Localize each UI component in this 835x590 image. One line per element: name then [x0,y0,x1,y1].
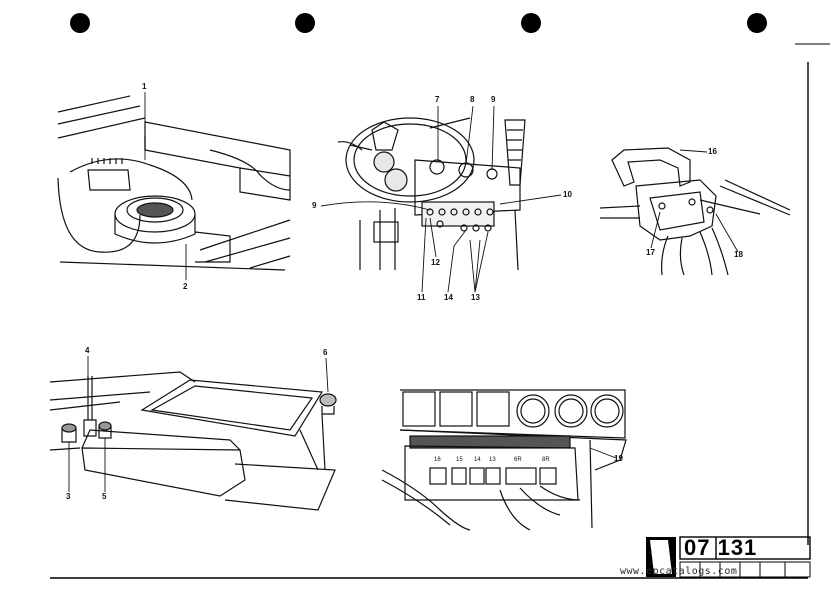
callout-label: 10 [563,190,572,199]
figure-dashboard [49,371,337,511]
leader-lines [68,92,739,492]
callout-label: 19 [614,454,623,463]
callout-label: 9 [491,95,496,104]
figure-horn [57,95,291,271]
callout-label: 1 [142,82,147,91]
punch-hole [295,13,315,33]
fuse-label: 8R [542,457,550,463]
callout-label: 12 [431,258,440,267]
callout-label: 5 [102,492,107,501]
callout-label: 16 [708,147,717,156]
figure-steering-column [337,117,526,271]
callout-label: 6 [323,348,328,357]
callout-label: 14 [444,293,453,302]
figure-battery-connector [599,147,791,276]
manufacturer-logo-slash [650,540,672,574]
punch-hole [521,13,541,33]
punch-hole [747,13,767,33]
figure-fuse-box [381,389,627,531]
callout-label: 17 [646,248,655,257]
fuse-label: 6R [514,457,522,463]
callout-label: 4 [85,346,90,355]
fuse-label: 13 [489,457,496,463]
watermark-text: www.epcatalogs.com [620,566,738,577]
callout-label: 18 [734,250,743,259]
fuse-label: 14 [474,457,481,463]
fuse-label: 16 [434,457,441,463]
callout-label: 8 [470,95,475,104]
callout-label: 7 [435,95,440,104]
fuse-label: 15 [456,457,463,463]
callout-label: 2 [183,282,188,291]
punch-hole [70,13,90,33]
callout-label: 3 [66,492,71,501]
callout-label: 11 [417,293,426,302]
title-block-frame [679,536,811,578]
callout-label: 9 [312,201,317,210]
document-number: 07 131 [684,535,758,560]
callout-label: 13 [471,293,480,302]
title-block: 07 131 [646,535,816,581]
